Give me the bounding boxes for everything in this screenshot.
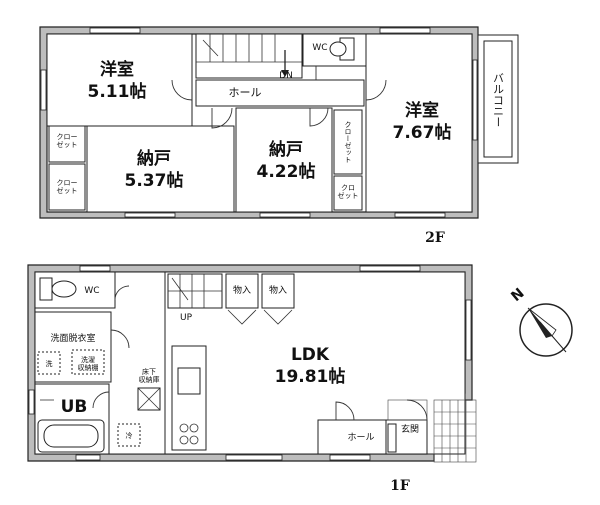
2f-western2-room xyxy=(365,33,473,213)
1f-stairs-up-label: UP xyxy=(180,313,193,323)
1f-storage-a-label: 物入 xyxy=(233,284,251,296)
2f-western1-room xyxy=(46,33,193,127)
2f-storage2-name: 納戸 xyxy=(269,139,303,160)
1f-wc-label: WC xyxy=(84,286,99,296)
2f-wc-label: WC xyxy=(312,43,327,53)
2f-floor-label: 2F xyxy=(425,230,445,246)
1f-storage-b xyxy=(261,273,295,309)
1f-linen-shelf xyxy=(71,349,105,375)
2f-western1-name: 洋室 xyxy=(100,59,134,80)
1f-underfloor-storage xyxy=(137,387,161,411)
2f-door-storage2 xyxy=(309,107,329,127)
2f-door-storage1 xyxy=(211,107,233,129)
north-compass-icon: N xyxy=(508,285,573,357)
1f-shoe-box xyxy=(387,423,397,453)
2f-hall-label: ホール xyxy=(229,86,262,99)
2f-closet4 xyxy=(333,175,363,211)
1f-door-wash xyxy=(110,329,130,349)
2f-western2-name: 洋室 xyxy=(405,100,439,121)
arrow-down-icon xyxy=(281,70,289,77)
2f-windows xyxy=(40,27,478,218)
2f-balcony-label: バルコニー xyxy=(492,73,505,128)
1f-stairs xyxy=(167,273,223,309)
2f-stairs xyxy=(195,33,303,79)
1f-underfloor-label: 床下収納庫 xyxy=(139,367,160,384)
floor-2f: 洋室 5.11帖 納戸 5.37帖 納戸 4.22帖 洋室 7.67帖 ホール … xyxy=(39,26,519,246)
2f-door-western2 xyxy=(365,79,387,101)
2f-closet2-label: クローゼット xyxy=(57,179,78,195)
2f-closet3 xyxy=(333,109,363,175)
1f-hall xyxy=(317,419,387,455)
1f-fridge-label: 冷 xyxy=(126,431,133,440)
2f-stairs-dn-label: DN xyxy=(279,71,293,81)
1f-storage-a xyxy=(225,273,259,309)
sink-icon xyxy=(177,367,201,395)
1f-bath-label: UB xyxy=(61,397,88,417)
compass-north-label: N xyxy=(508,285,527,305)
2f-closet3-label: クローゼット xyxy=(344,121,352,163)
floor-1f: LDK 19.81帖 WC 洗面脱衣室 UB 物入 物入 UP ホール 玄関 床… xyxy=(27,264,477,494)
1f-washroom-label: 洗面脱衣室 xyxy=(50,332,95,344)
1f-door-hall xyxy=(335,401,355,421)
1f-ldk-area: 19.81帖 xyxy=(275,366,346,387)
stove-burner-icon xyxy=(179,423,189,433)
2f-storage1-area: 5.37帖 xyxy=(125,170,184,191)
1f-entrance-tiles xyxy=(387,399,477,463)
1f-windows xyxy=(28,265,472,461)
2f-closet1 xyxy=(48,125,86,163)
2f-storage1-room xyxy=(86,125,235,213)
1f-toilet-icon xyxy=(39,277,77,301)
1f-laundry-label: 洗 xyxy=(46,359,53,368)
2f-western2-area: 7.67帖 xyxy=(393,122,452,143)
1f-bathtub-icon xyxy=(37,419,105,453)
1f-floor-label: 1F xyxy=(390,478,410,494)
1f-hall-label: ホール xyxy=(347,432,374,443)
2f-storage2-room xyxy=(235,107,333,213)
2f-door-western1 xyxy=(171,79,193,101)
1f-linen-label: 洗濯収納棚 xyxy=(78,355,99,372)
1f-entrance-label: 玄関 xyxy=(401,423,419,435)
2f-closet1-label: クローゼット xyxy=(57,133,78,149)
1f-laundry-space xyxy=(37,351,61,375)
1f-door-entrance xyxy=(406,399,428,421)
1f-kitchen-counter xyxy=(171,345,207,451)
1f-door-wc xyxy=(114,285,130,301)
1f-ldk-name: LDK xyxy=(291,345,330,365)
2f-closet2 xyxy=(48,163,86,211)
2f-storage2-area: 4.22帖 xyxy=(257,161,316,182)
1f-storage-b-label: 物入 xyxy=(269,284,287,296)
2f-western1-area: 5.11帖 xyxy=(88,81,147,102)
1f-door-bath xyxy=(92,391,110,409)
2f-storage1-name: 納戸 xyxy=(137,148,171,169)
1f-fridge-space xyxy=(117,423,141,447)
2f-hall-area xyxy=(195,79,365,107)
2f-closet4-label: クロゼット xyxy=(338,184,359,200)
2f-toilet-icon xyxy=(329,37,355,61)
